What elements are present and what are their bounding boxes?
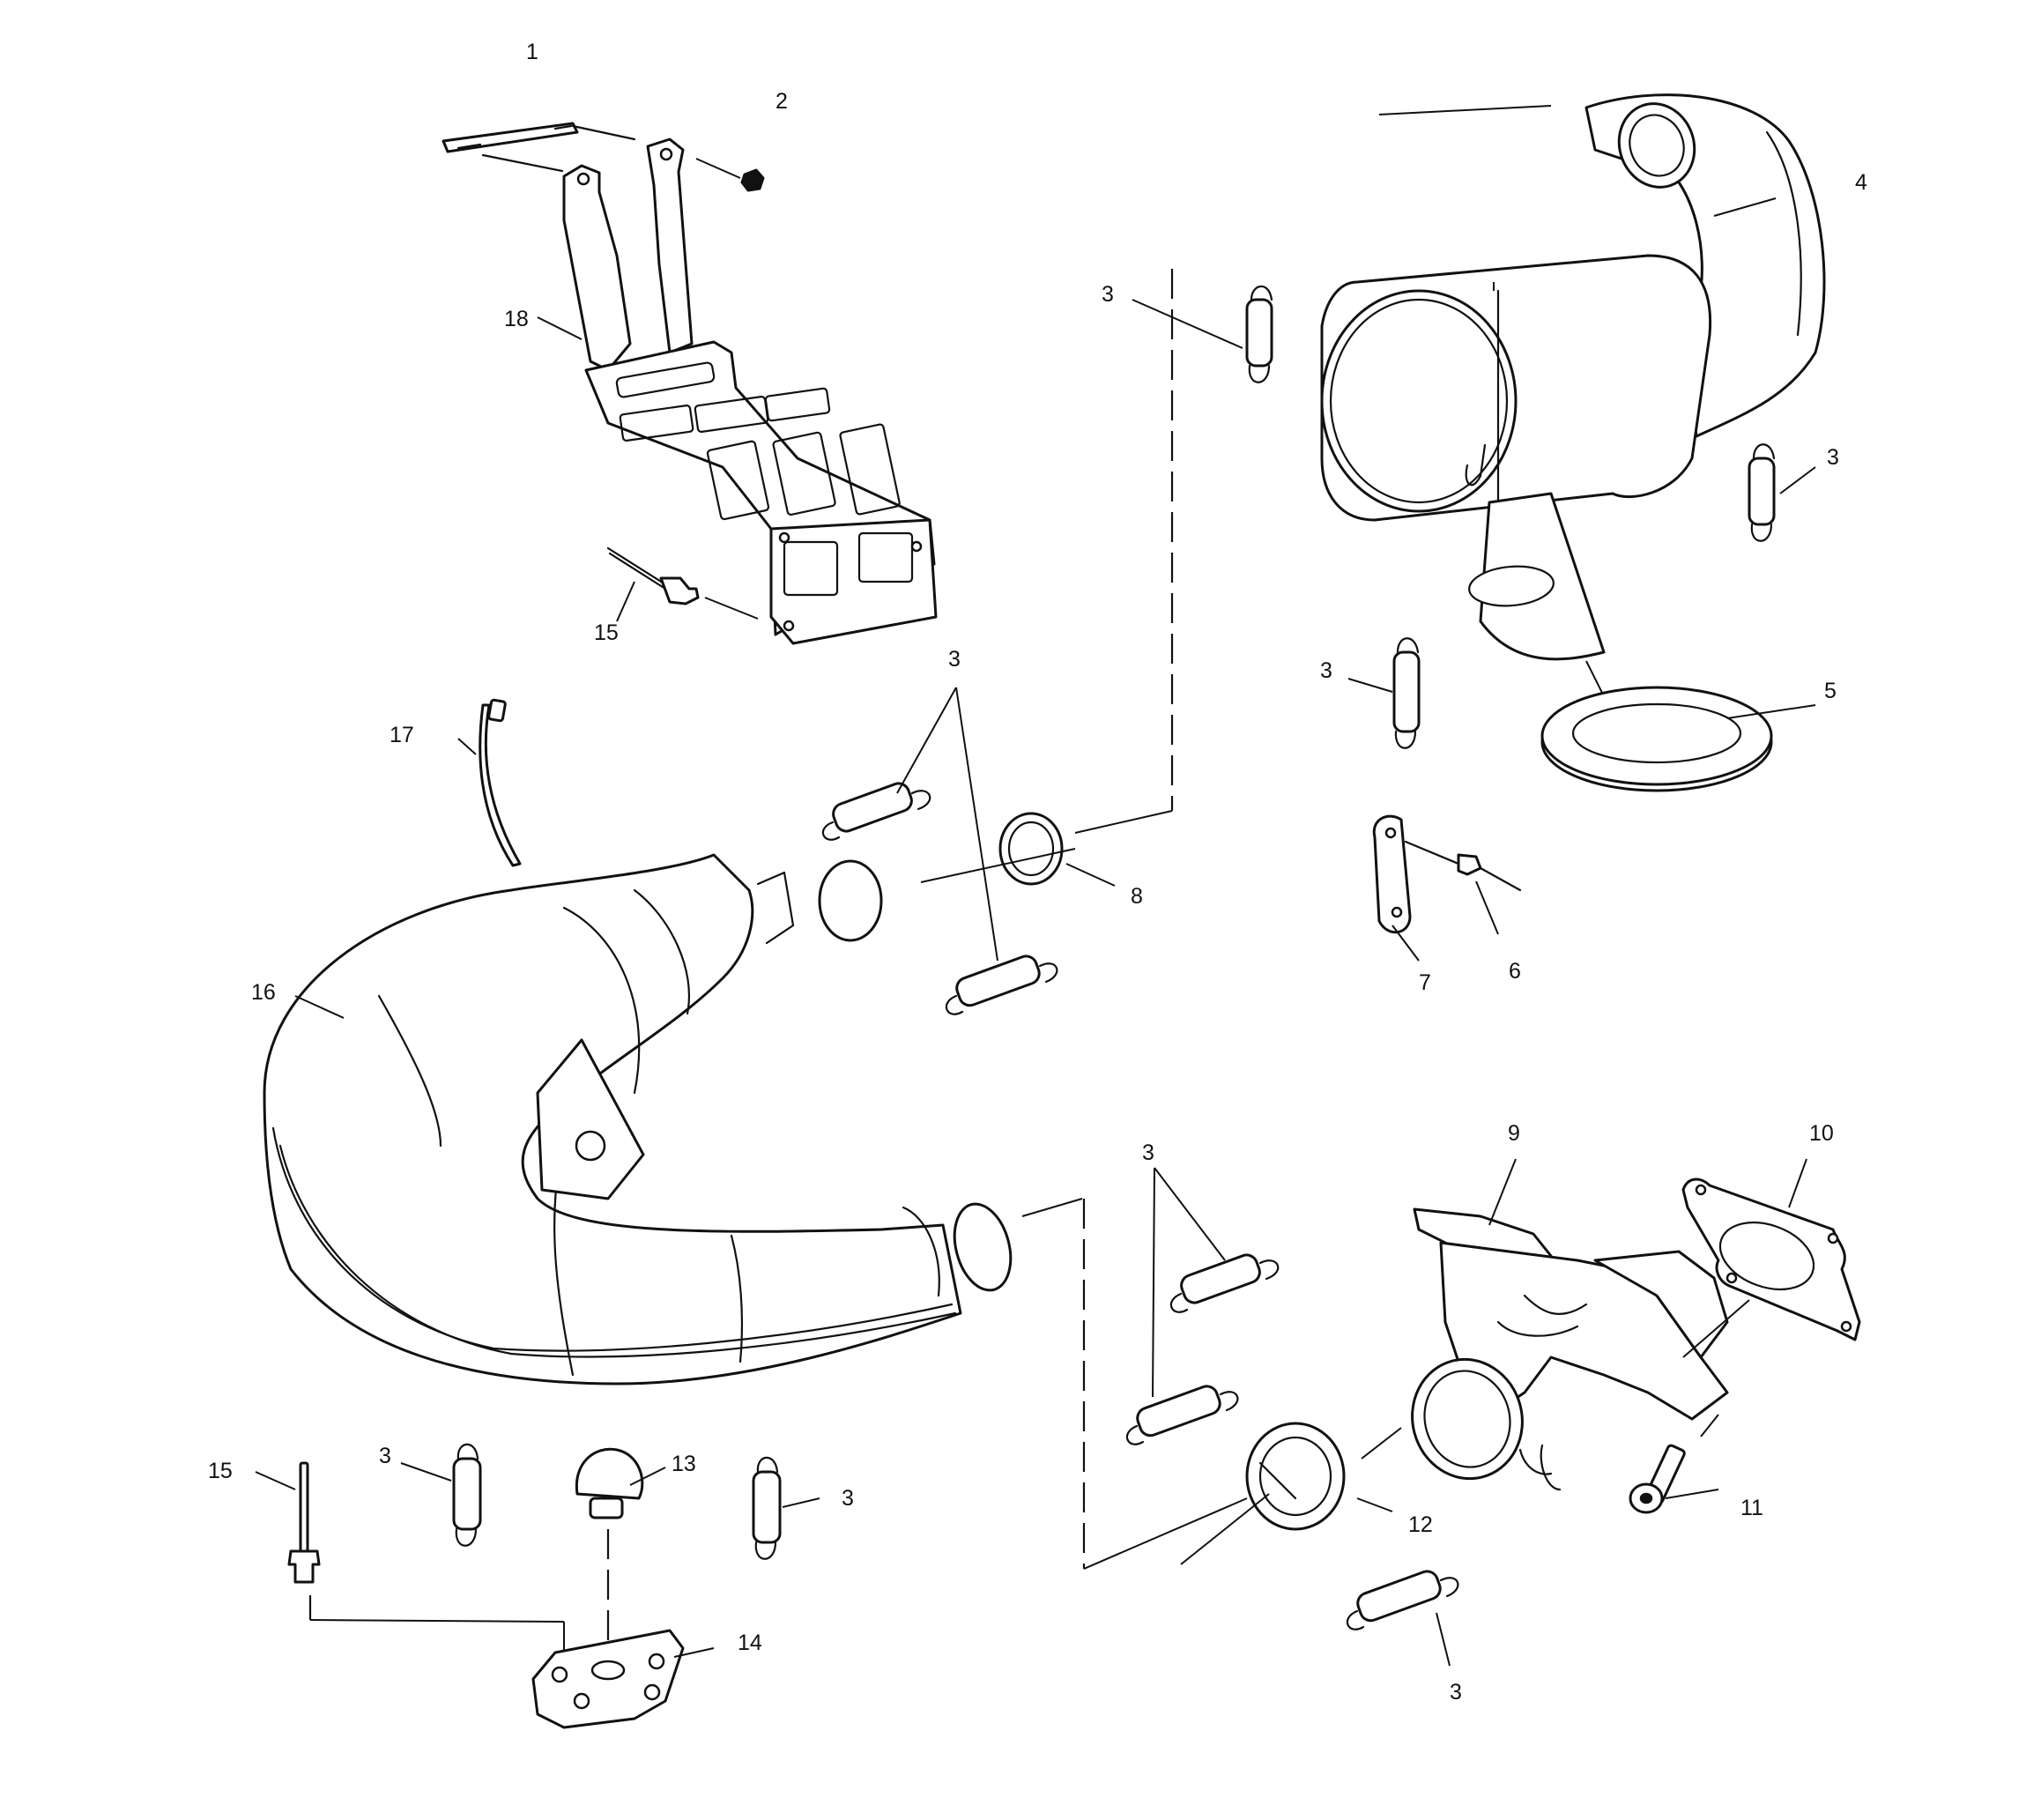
part-9-exhaust-manifold: [1411, 1158, 1729, 1491]
callout-15-bottom: 15: [208, 1459, 233, 1483]
part-15-rivet-top: [606, 546, 759, 622]
callout-1: 1: [526, 40, 538, 64]
callout-4: 4: [1855, 170, 1867, 195]
spring-3-leaders-top: [896, 687, 998, 962]
part-12-sleeve-ring: [1180, 1422, 1402, 1565]
callout-17: 17: [390, 723, 414, 747]
callout-11: 11: [1740, 1496, 1763, 1520]
spring-3j: [752, 1456, 820, 1560]
callout-18: 18: [504, 307, 529, 331]
part-15-rivet-bottom: [255, 1461, 565, 1670]
callout-5: 5: [1824, 679, 1837, 703]
callout-8: 8: [1131, 884, 1143, 909]
spring-3g: [1125, 1385, 1239, 1445]
part-7-plate: [1372, 814, 1420, 962]
callout-3-bottom-right: 3: [1450, 1680, 1462, 1705]
callout-15-top: 15: [594, 620, 619, 645]
callout-2: 2: [776, 89, 788, 114]
part-2-nut: [695, 158, 765, 192]
callout-3-lower-pair: 3: [1142, 1140, 1154, 1165]
callout-3-bottom-mid: 3: [842, 1486, 854, 1511]
callout-3-muffler-low: 3: [1320, 658, 1332, 683]
part-18-mounting-bracket: [537, 137, 938, 645]
spring-3a: [1132, 285, 1273, 383]
callout-9: 9: [1508, 1121, 1520, 1146]
callout-labels: 1 2 18 15 17 16 8 3 4 3 3 3 5 7 6 3 9 10…: [208, 40, 1867, 1705]
spring-3-leaders-mid: [1152, 1167, 1226, 1398]
spring-3e: [945, 955, 1058, 1015]
callout-14: 14: [738, 1631, 762, 1655]
spring-3b: [1748, 443, 1816, 542]
part-6-rivet: [1404, 840, 1522, 935]
assembly-lines: [1021, 269, 1248, 1570]
part-4-muffler: [1320, 93, 1826, 697]
callout-3-muffler-left: 3: [1102, 282, 1114, 307]
spring-3h: [1346, 1570, 1459, 1667]
callout-3-upper-pair: 3: [948, 647, 961, 672]
part-14-mount-plate: [531, 1629, 715, 1729]
part-1-bolt-strip: [442, 122, 636, 173]
part-10-flange-gasket: [1681, 1158, 1861, 1358]
spring-3i: [400, 1443, 482, 1547]
callout-16: 16: [251, 980, 276, 1005]
callout-3-muffler-right: 3: [1827, 445, 1839, 470]
spring-3d: [821, 782, 931, 841]
spring-3f: [1169, 1253, 1280, 1313]
callout-6: 6: [1509, 959, 1521, 984]
callout-13: 13: [672, 1452, 696, 1476]
callout-12: 12: [1408, 1512, 1433, 1537]
part-5-flange-gasket: [1540, 686, 1816, 792]
callout-10: 10: [1809, 1121, 1834, 1146]
callout-7: 7: [1419, 970, 1431, 995]
spring-3c: [1347, 637, 1421, 749]
callout-3-bottom-left: 3: [379, 1444, 391, 1468]
part-17-strap: [457, 698, 522, 867]
part-8-gasket-ring: [920, 812, 1116, 887]
part-16-expansion-chamber: [263, 853, 1013, 1385]
part-11-bolt: [1629, 1414, 1719, 1514]
